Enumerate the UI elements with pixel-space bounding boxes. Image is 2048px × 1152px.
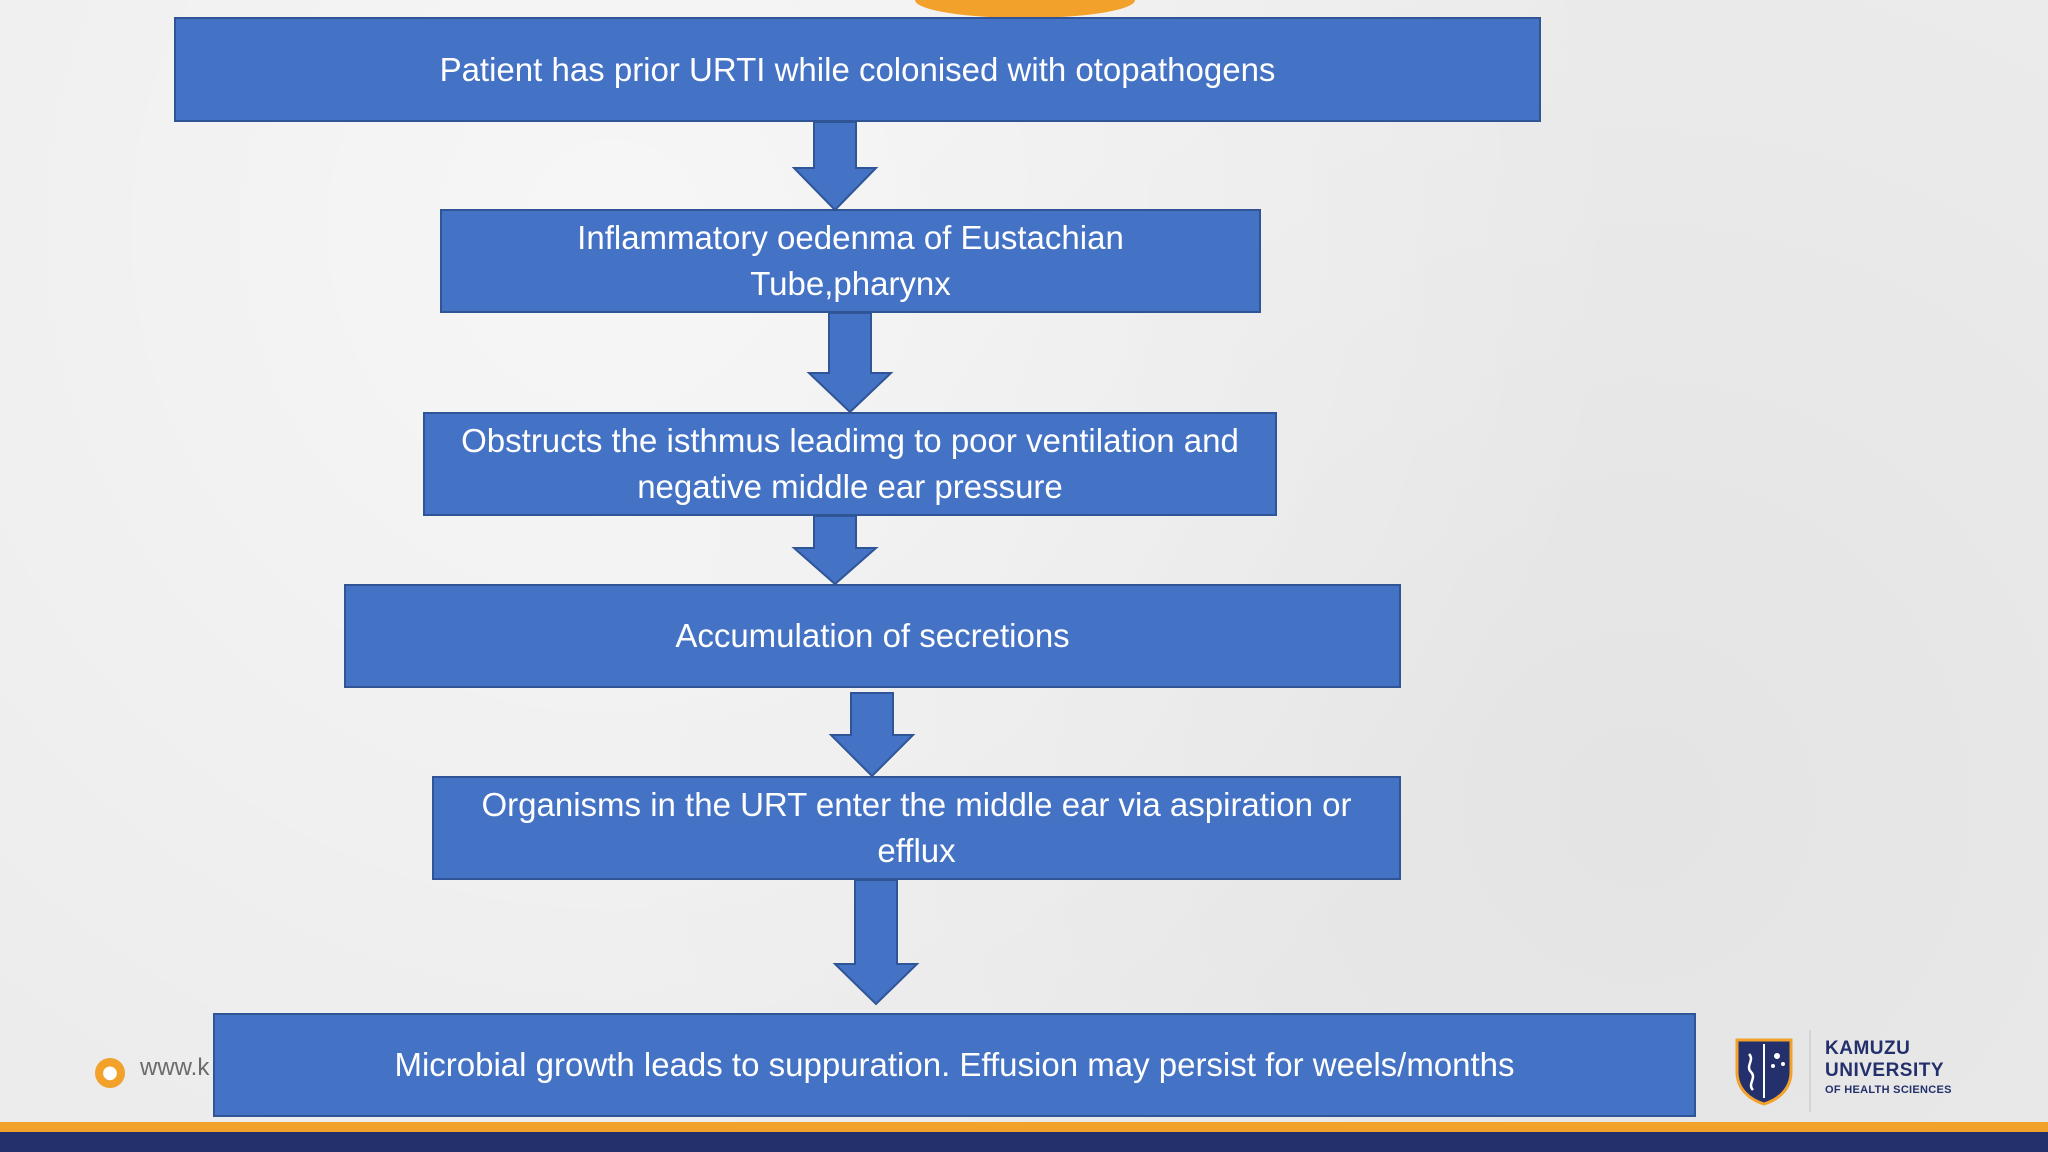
logo-divider	[1809, 1030, 1811, 1112]
flow-step-1: Patient has prior URTI while colonised w…	[174, 17, 1541, 122]
flow-step-4: Accumulation of secretions	[344, 584, 1401, 688]
flow-step-2-text: Inflammatory oedenma of Eustachian Tube,…	[577, 219, 1124, 302]
flow-step-6: Microbial growth leads to suppuration. E…	[213, 1013, 1696, 1117]
university-name-line3: OF HEALTH SCIENCES	[1825, 1084, 1952, 1096]
footer-navy-bar	[0, 1132, 2048, 1152]
down-arrow-5	[832, 879, 920, 1006]
flow-step-6-text: Microbial growth leads to suppuration. E…	[394, 1046, 1515, 1083]
website-link[interactable]: www.k	[140, 1054, 210, 1081]
down-arrow-2	[806, 312, 894, 414]
university-logo-text: KAMUZU UNIVERSITY OF HEALTH SCIENCES	[1825, 1038, 1952, 1098]
flow-step-5: Organisms in the URT enter the middle ea…	[432, 776, 1401, 880]
university-name-line1: KAMUZU	[1825, 1038, 1911, 1059]
flow-step-2: Inflammatory oedenma of Eustachian Tube,…	[440, 209, 1261, 313]
down-arrow-4	[828, 692, 916, 778]
flow-step-3: Obstructs the isthmus leadimg to poor ve…	[423, 412, 1277, 516]
flow-step-3-text: Obstructs the isthmus leadimg to poor ve…	[461, 422, 1239, 505]
down-arrow-3	[791, 515, 879, 586]
globe-icon: ●	[95, 1058, 125, 1088]
down-arrow-1	[791, 121, 879, 212]
flow-step-5-text: Organisms in the URT enter the middle ea…	[481, 786, 1352, 869]
university-shield-icon	[1735, 1038, 1793, 1106]
flow-step-4-text: Accumulation of secretions	[675, 617, 1070, 654]
top-accent-shape	[915, 0, 1135, 18]
flow-step-1-text: Patient has prior URTI while colonised w…	[439, 50, 1276, 88]
university-name-line2: UNIVERSITY	[1825, 1060, 1945, 1081]
footer-orange-bar	[0, 1122, 2048, 1132]
